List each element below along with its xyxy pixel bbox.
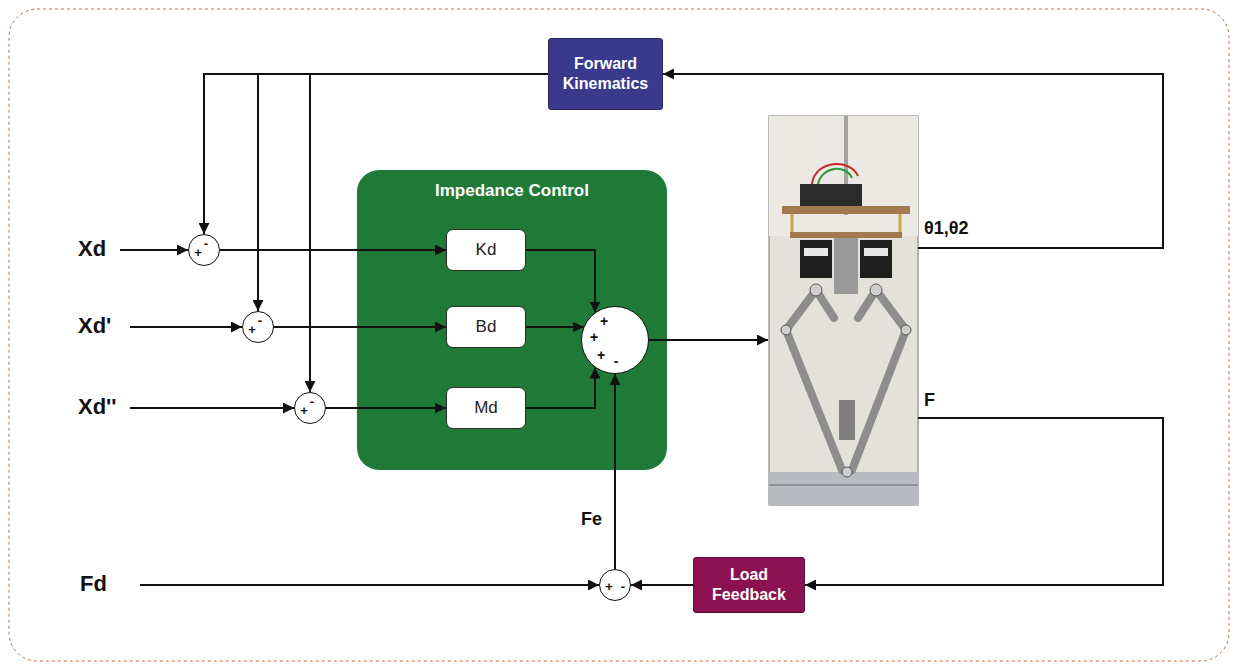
sign-label: + xyxy=(590,330,598,344)
signal-wire xyxy=(130,407,294,409)
servo-right xyxy=(860,240,892,278)
joint xyxy=(810,284,822,296)
joint xyxy=(901,325,911,335)
feedback-wire xyxy=(663,74,1163,248)
signal-wire xyxy=(140,584,599,586)
sign-label: - xyxy=(310,395,314,408)
wire-green xyxy=(818,169,852,184)
signal-label: θ1,θ2 xyxy=(924,218,968,240)
end-effector xyxy=(842,467,852,477)
sign-label: - xyxy=(258,314,262,327)
servo-sticker xyxy=(864,248,888,256)
gain-box: Md xyxy=(446,387,526,429)
gain-box: Kd xyxy=(446,229,526,271)
standoff xyxy=(791,214,794,232)
sign-label: - xyxy=(614,354,619,368)
joint xyxy=(870,284,882,296)
box-label: Bd xyxy=(476,317,497,337)
sign-label: + xyxy=(597,348,605,362)
signal-wire xyxy=(649,339,768,341)
sign-label: + xyxy=(194,246,202,259)
standoff xyxy=(899,214,902,232)
joint xyxy=(781,325,791,335)
connector xyxy=(614,374,616,569)
feedback-wire xyxy=(805,418,1163,585)
sign-label: - xyxy=(621,580,625,593)
center-bracket xyxy=(834,238,858,294)
signal-label: F xyxy=(924,390,935,412)
summing-junction: +++- xyxy=(581,306,649,374)
rail-groove xyxy=(769,484,918,486)
aluminium-rail xyxy=(769,472,918,505)
photo-wall xyxy=(769,116,918,236)
summing-junction: +- xyxy=(188,234,220,266)
block-title: Impedance Control xyxy=(357,181,667,201)
photo-frame xyxy=(769,116,918,505)
sign-label: + xyxy=(600,314,608,328)
sign-label: + xyxy=(300,404,308,417)
signal-label: Fd xyxy=(80,571,107,597)
process-box: Forward Kinematics xyxy=(548,38,663,110)
edge-label: Fe xyxy=(581,509,602,531)
signal-label: Xd'' xyxy=(78,394,117,420)
summing-junction: +- xyxy=(599,569,631,601)
process-box: Load Feedback xyxy=(693,557,805,613)
pusher xyxy=(839,400,855,440)
sign-label: + xyxy=(605,580,613,593)
top-plate xyxy=(782,206,910,214)
connector xyxy=(631,584,693,586)
box-label: Md xyxy=(474,398,498,418)
connector xyxy=(526,326,584,328)
control-board xyxy=(800,184,862,206)
box-label: Forward Kinematics xyxy=(555,54,656,94)
delta-links xyxy=(786,290,906,470)
connector xyxy=(326,407,446,409)
connector xyxy=(220,249,446,251)
connector xyxy=(274,326,446,328)
signal-wire xyxy=(120,249,188,251)
box-label: Kd xyxy=(476,240,497,260)
outer-border xyxy=(9,9,1229,661)
signal-label: Xd' xyxy=(78,313,111,339)
gain-box: Bd xyxy=(446,306,526,348)
box-label: Load Feedback xyxy=(700,565,798,605)
controller-block: Impedance ControlKdBdMd+++- xyxy=(357,170,667,470)
summing-junction: +- xyxy=(242,311,274,343)
summing-junction: +- xyxy=(294,392,326,424)
servo-left xyxy=(800,240,832,278)
sign-label: + xyxy=(248,323,256,336)
sign-label: - xyxy=(204,237,208,250)
signal-label: Xd xyxy=(78,236,106,262)
servo-sticker xyxy=(804,248,828,256)
wire-red xyxy=(812,164,858,184)
signal-wire xyxy=(130,326,242,328)
lower-plate xyxy=(790,232,902,238)
